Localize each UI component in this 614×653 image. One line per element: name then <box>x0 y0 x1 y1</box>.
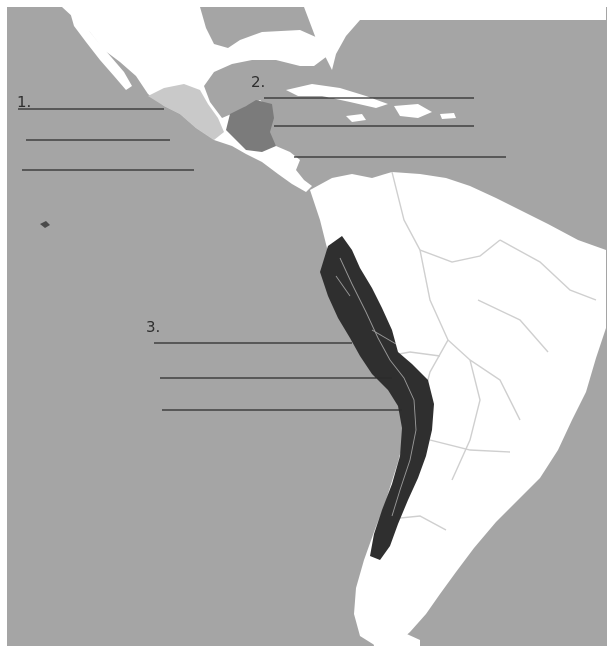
landmass-baja-california <box>70 12 132 90</box>
island-hispaniola <box>394 104 432 118</box>
landmass-tierra-del-fuego <box>372 630 420 646</box>
region-1-area <box>148 84 224 140</box>
region-3-marker: 3. <box>146 318 161 336</box>
region-2-area <box>226 100 276 152</box>
island-pacific <box>40 221 50 228</box>
region-3-interior-lines <box>335 257 417 517</box>
island-cuba <box>286 84 388 108</box>
answer-lines <box>18 97 506 411</box>
region-2-marker: 2. <box>251 73 266 91</box>
region-3-area <box>320 236 434 560</box>
landmass-florida <box>304 7 606 70</box>
country-borders <box>379 171 597 531</box>
region-1-marker: 1. <box>17 93 32 111</box>
island-jamaica <box>346 114 366 122</box>
island-puerto-rico <box>440 113 456 119</box>
